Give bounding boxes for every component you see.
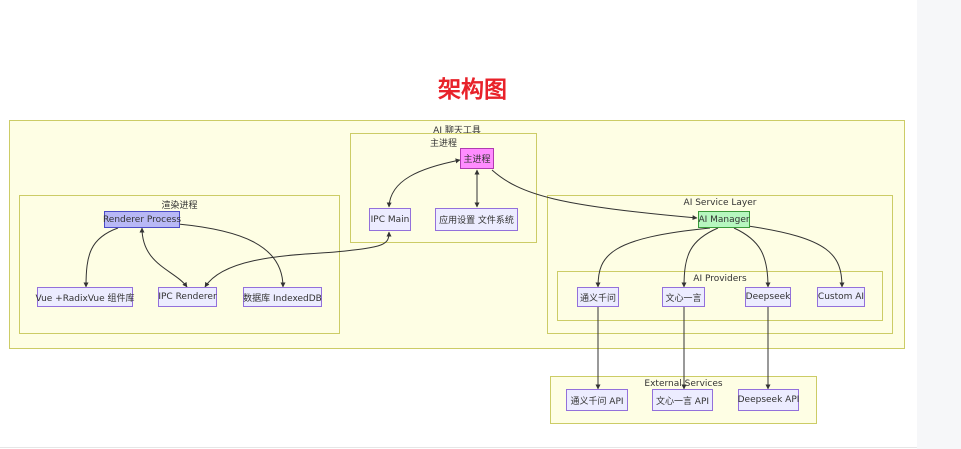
cluster-app-label: AI 聊天工具 [433, 126, 481, 136]
cluster-main-label: 主进程 [429, 139, 457, 149]
edge-ai-tongyi [595, 227, 711, 288]
cluster-render-label: 渲染进程 [161, 201, 198, 211]
node-vue-components: Vue +RadixVue 组件库 [36, 287, 134, 307]
edge-main-ipcmain [386, 158, 461, 208]
node-custom-ai: Custom AI [817, 287, 865, 307]
node-tongyi-api: 通义千问 API [566, 389, 628, 411]
node-wenxin: 文心一言 [662, 287, 705, 307]
node-app-settings: 应用设置 文件系统 [435, 208, 518, 231]
edge-main-aimanager [491, 169, 698, 221]
node-deepseek-api: Deepseek API [738, 389, 799, 411]
edge-ai-deepseek [733, 227, 771, 288]
right-panel-strip [917, 0, 961, 449]
cluster-providers-label: AI Providers [693, 274, 747, 284]
node-ipc-renderer: IPC Renderer [158, 287, 217, 307]
node-tongyi: 通义千问 [577, 287, 619, 307]
node-ai-manager: AI Manager [698, 211, 750, 228]
node-wenxin-api: 文心一言 API [652, 389, 713, 411]
node-renderer-process: Renderer Process [103, 211, 181, 228]
edge-ai-wenxin [681, 227, 719, 288]
edge-ai-custom [747, 225, 845, 288]
node-database: 数据库 IndexedDB [243, 287, 322, 307]
node-ipc-main: IPC Main [369, 208, 411, 231]
bottom-divider [0, 447, 917, 448]
node-main-process: 主进程 [460, 148, 494, 169]
edge-renderer-vue [83, 227, 119, 288]
edge-renderer-ipcrenderer [139, 227, 188, 288]
node-deepseek: Deepseek [745, 287, 791, 307]
cluster-ai-layer-label: AI Service Layer [683, 198, 757, 208]
edge-renderer-db [177, 223, 286, 288]
edge-ipcrenderer-ipcmain [204, 231, 392, 288]
page-title: 架构图 [438, 77, 507, 103]
